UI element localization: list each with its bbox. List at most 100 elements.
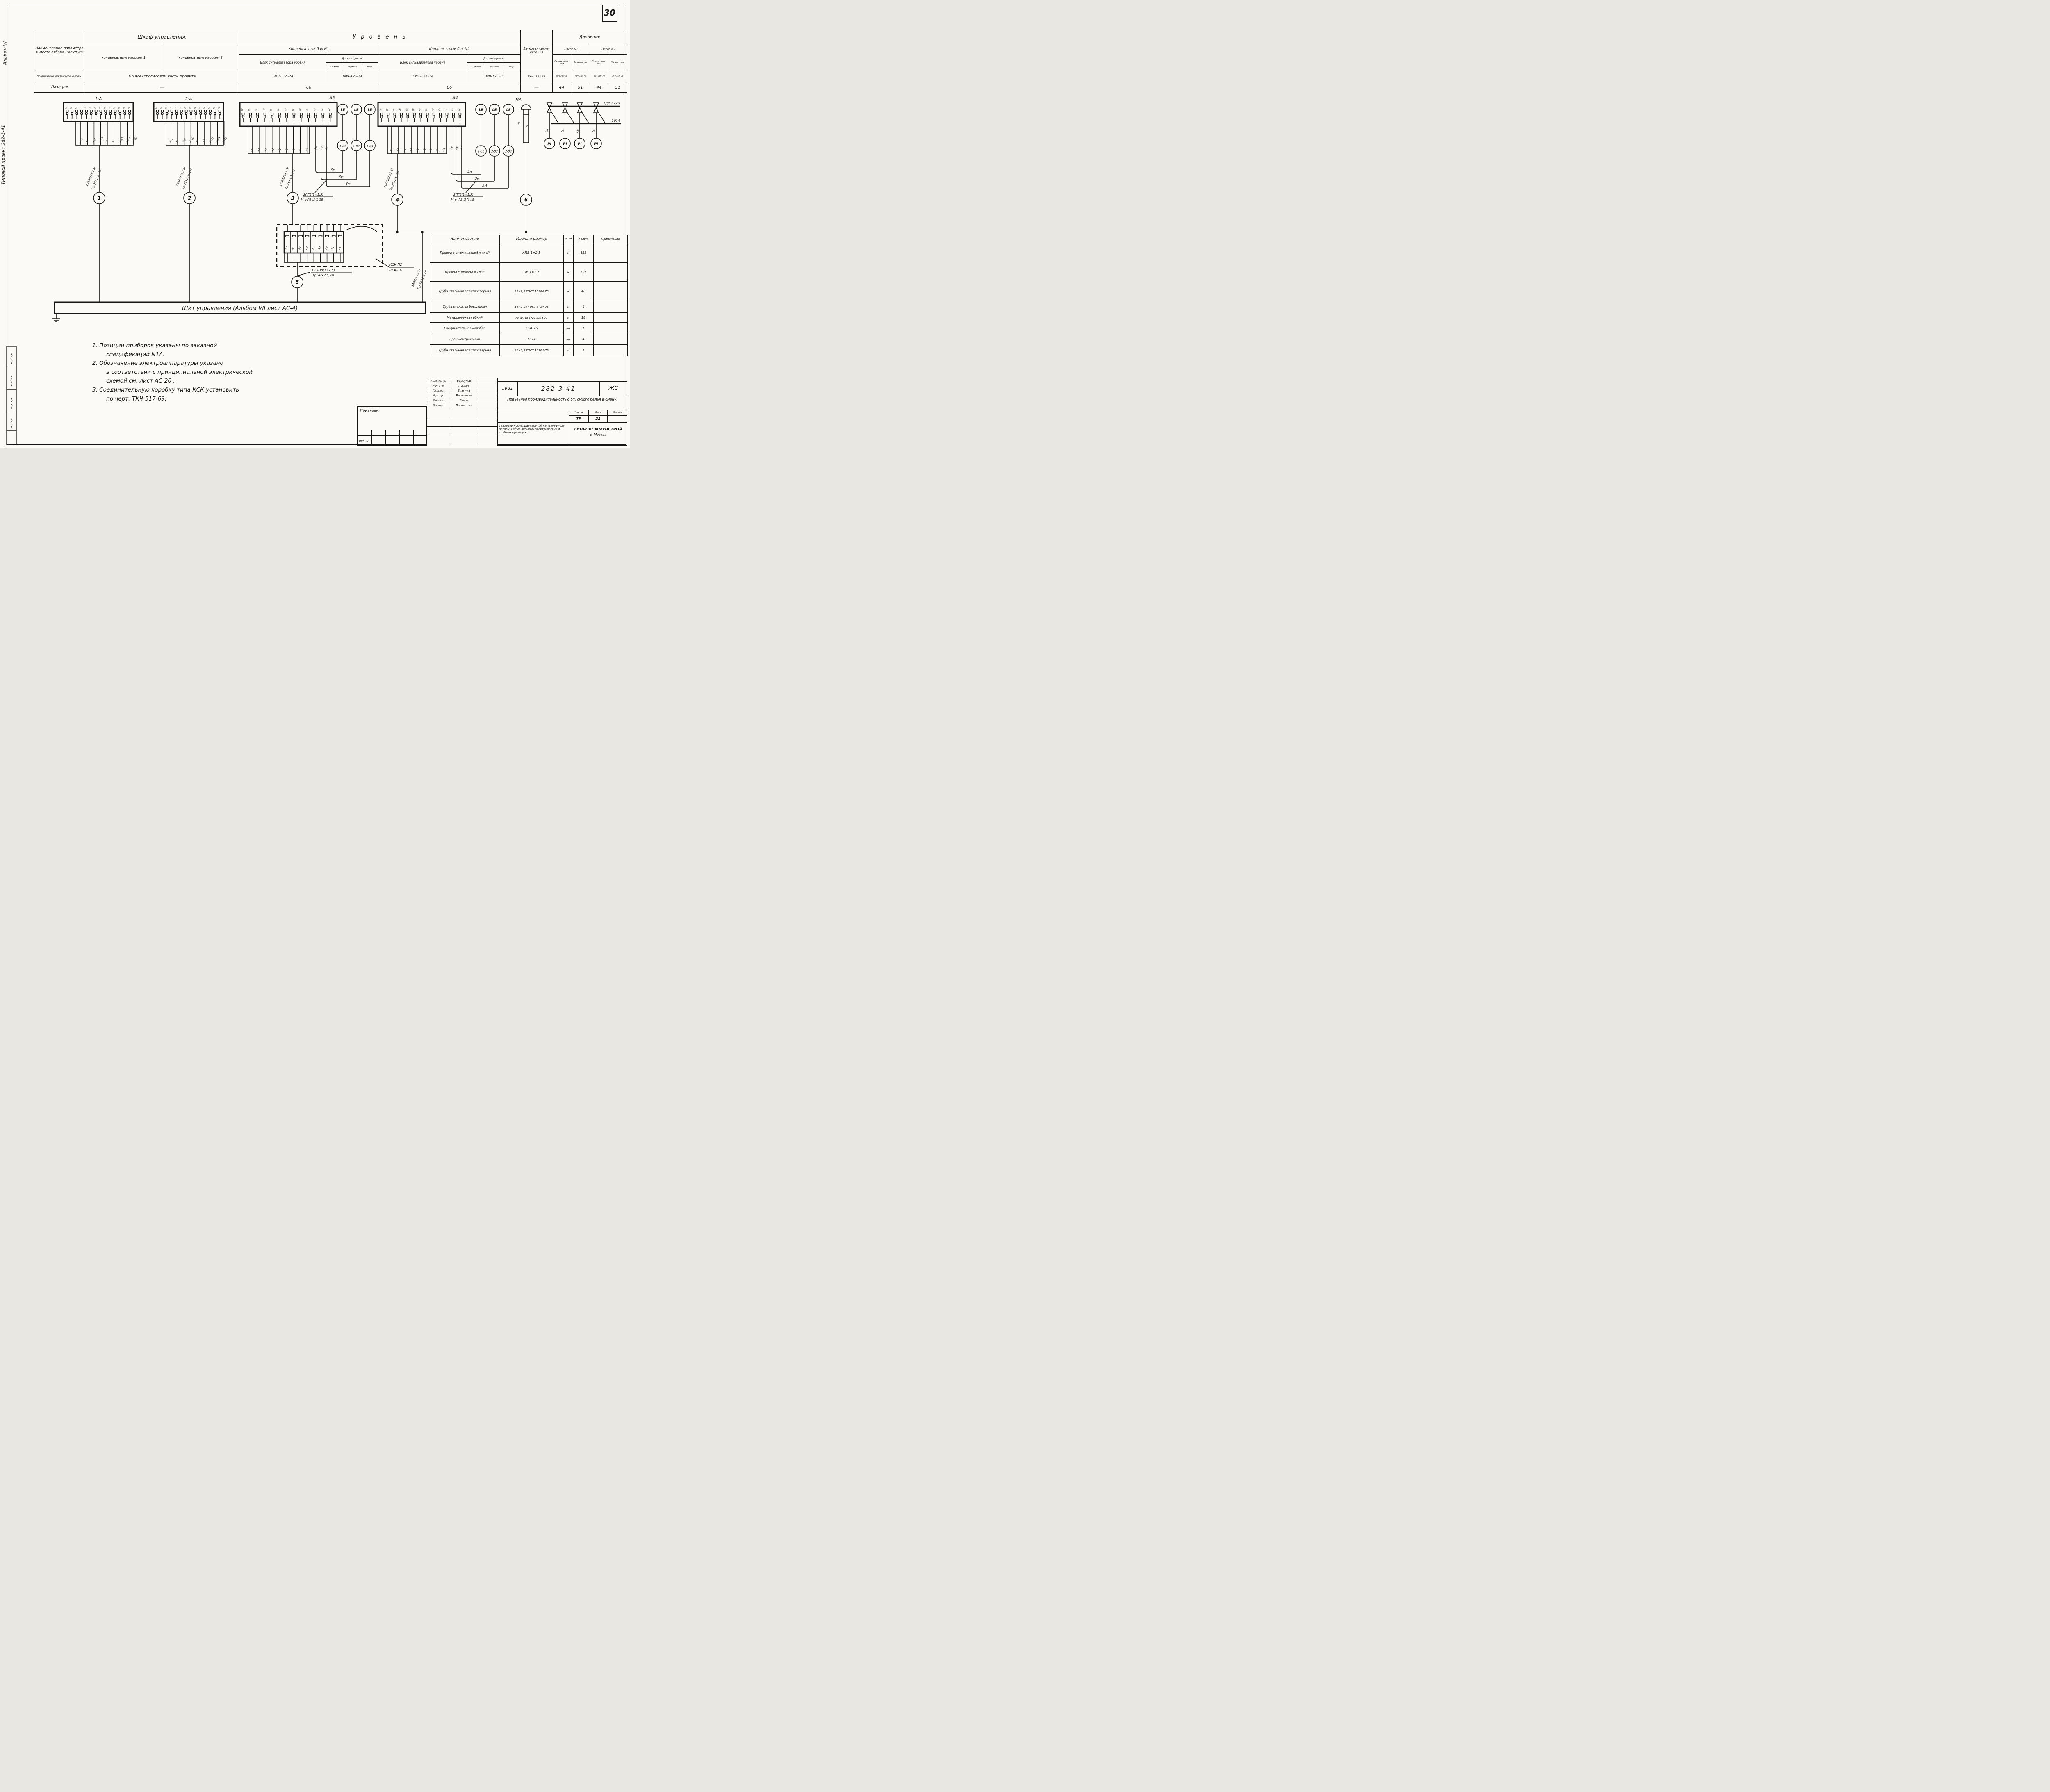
valve-type-label: 1014 [612, 119, 620, 123]
svg-text:17: 17 [208, 107, 210, 109]
tb-year: 1981 [497, 381, 517, 396]
svg-text:4б: 4б [299, 108, 302, 112]
tb-org-name: ГИПРОКОММУНСТРОЙ [574, 428, 622, 432]
pi-gauge: PI [594, 142, 598, 146]
gauge-wire-1m: 1м [575, 128, 580, 134]
svg-text:2-25: 2-25 [208, 136, 214, 143]
svg-text:23: 23 [155, 107, 157, 109]
svg-text:4б: 4б [432, 108, 435, 112]
terminal-block-a3 [239, 102, 338, 127]
svg-text:N: N [291, 247, 295, 250]
pt-pos-sound: — [520, 82, 553, 93]
tb-sheets-header: Листов [608, 410, 627, 415]
materials-table: Наименование Марка и размер Ед. изм Коли… [430, 235, 628, 356]
drawing-frame [7, 5, 626, 445]
svg-text:19: 19 [402, 148, 407, 152]
signature-table: Гл.инж.пр.Барсуков Нач.отд.Пупков Гл.спе… [427, 378, 498, 446]
svg-text:9б: 9б [241, 108, 244, 112]
svg-text:3: 3 [298, 149, 302, 152]
tb-organization: ГИПРОКОММУНСТРОЙ с. Москва [569, 422, 627, 446]
svg-text:2-19: 2-19 [189, 136, 195, 143]
tb-stage-value: ТР [569, 415, 588, 422]
position-4-label: 4 [395, 197, 399, 203]
svg-text:23: 23 [284, 148, 289, 152]
svg-text:25: 25 [337, 246, 342, 250]
svg-text:3: 3 [311, 247, 314, 250]
svg-text:7б: 7б [399, 108, 402, 112]
terminal-block-a4-wirebox [387, 126, 447, 154]
svg-text:1-23: 1-23 [125, 136, 131, 143]
role-name: Барсуков [450, 378, 478, 383]
gauge-wire-1m: 1м [545, 128, 550, 134]
kck-callout-type: КСК-16 [390, 269, 402, 272]
svg-text:7: 7 [184, 107, 187, 109]
kck-cable-label-1: 10 АПВ(1×2,5) [312, 268, 335, 272]
mt-r7-name: Кран контрольный [430, 334, 500, 345]
svg-text:21: 21 [277, 148, 282, 152]
pi-gauge: PI [547, 142, 551, 146]
mt-r5-name: Металлорукав гибкий [430, 312, 500, 323]
valve-2: 1м PI [559, 102, 575, 149]
pi-gauge: PI [563, 142, 567, 146]
svg-text:9с: 9с [270, 108, 273, 112]
parameter-table: Наименование параметра и место отбора им… [34, 30, 628, 93]
svg-text:24: 24 [428, 148, 433, 152]
note-line: 3. Соединительную коробку типа КСК устан… [92, 386, 239, 393]
tb-object: Прачечная производительностью 5т. сухого… [497, 396, 627, 410]
svg-text:3: 3 [175, 107, 177, 109]
page-number: 30 [602, 5, 617, 22]
svg-text:1-3: 1-3 [91, 138, 97, 143]
mt-r6-note [593, 322, 628, 334]
tb-description: Тепловой пункт.(Вариант I,II) Конденсатн… [497, 422, 569, 446]
pt-pos-cabinet: — [84, 82, 240, 93]
segment-3m: 3м [475, 177, 480, 181]
svg-text:1: 1 [170, 107, 172, 109]
role-label: Провер. [427, 403, 450, 408]
mt-r2-mark: ПВ 1×1,5 [499, 262, 564, 282]
mt-r5-note [593, 312, 628, 323]
note-line: по черт: ТКЧ-517-69. [106, 395, 166, 402]
ha-wire-41: 41 [517, 121, 521, 125]
block-2a-label: 2-А [185, 97, 192, 101]
pt-pos-p2: 51 [571, 82, 590, 93]
pt-cabinet-header: Шкаф управления. [84, 30, 240, 44]
mt-r4-note [593, 301, 628, 313]
le-id-1-03: 1-03 [367, 145, 373, 148]
svg-text:9: 9 [99, 107, 101, 109]
svg-text:7: 7 [94, 107, 96, 109]
svg-text:21: 21 [415, 148, 420, 152]
mt-r8-name: Труба стальная электросварная [430, 344, 500, 356]
svg-text:19: 19 [324, 246, 328, 250]
svg-text:1-1: 1-1 [78, 138, 84, 143]
terminal-block-1a-wirebox [75, 121, 134, 146]
svg-text:N: N [250, 148, 253, 152]
mt-r5-unit: м [563, 312, 574, 323]
le-id-2-02: 2-02 [491, 150, 498, 153]
role-label: Проект. [427, 398, 450, 403]
mt-r4-qty: 4 [573, 301, 594, 313]
le-id-2-01: 2-01 [478, 150, 484, 153]
svg-text:27: 27 [314, 146, 319, 150]
bundle-cable-1: 2ПГВ(1×1,5) [303, 193, 323, 196]
mt-r8-mark: 20×2,5 ГОСТ 10704-76 [499, 344, 564, 356]
le-symbol: LE [341, 108, 345, 112]
svg-text:1-13: 1-13 [98, 136, 105, 143]
svg-text:8а: 8а [292, 108, 294, 112]
terminals-a3 [241, 113, 332, 123]
svg-text:35: 35 [454, 146, 459, 150]
svg-text:17: 17 [285, 246, 289, 250]
block-a3-label: А3 [329, 96, 335, 100]
le-bank-2: LE LE LE 2-01 2-02 2-03 3м 3м 3м 2ПГВ(1×… [451, 104, 514, 202]
svg-text:2-33: 2-33 [222, 136, 228, 143]
segment-3m: 3м [346, 182, 351, 186]
role-label: Гл.спец. [427, 388, 450, 393]
svg-text:19: 19 [213, 107, 215, 109]
svg-text:23: 23 [422, 148, 426, 152]
mt-r2-name: Провод с медной жилой [430, 262, 500, 282]
svg-text:9с: 9с [419, 108, 421, 112]
note-line: 1. Позиции приборов указаны по заказной [92, 342, 217, 349]
svg-text:4с: 4с [438, 108, 441, 112]
